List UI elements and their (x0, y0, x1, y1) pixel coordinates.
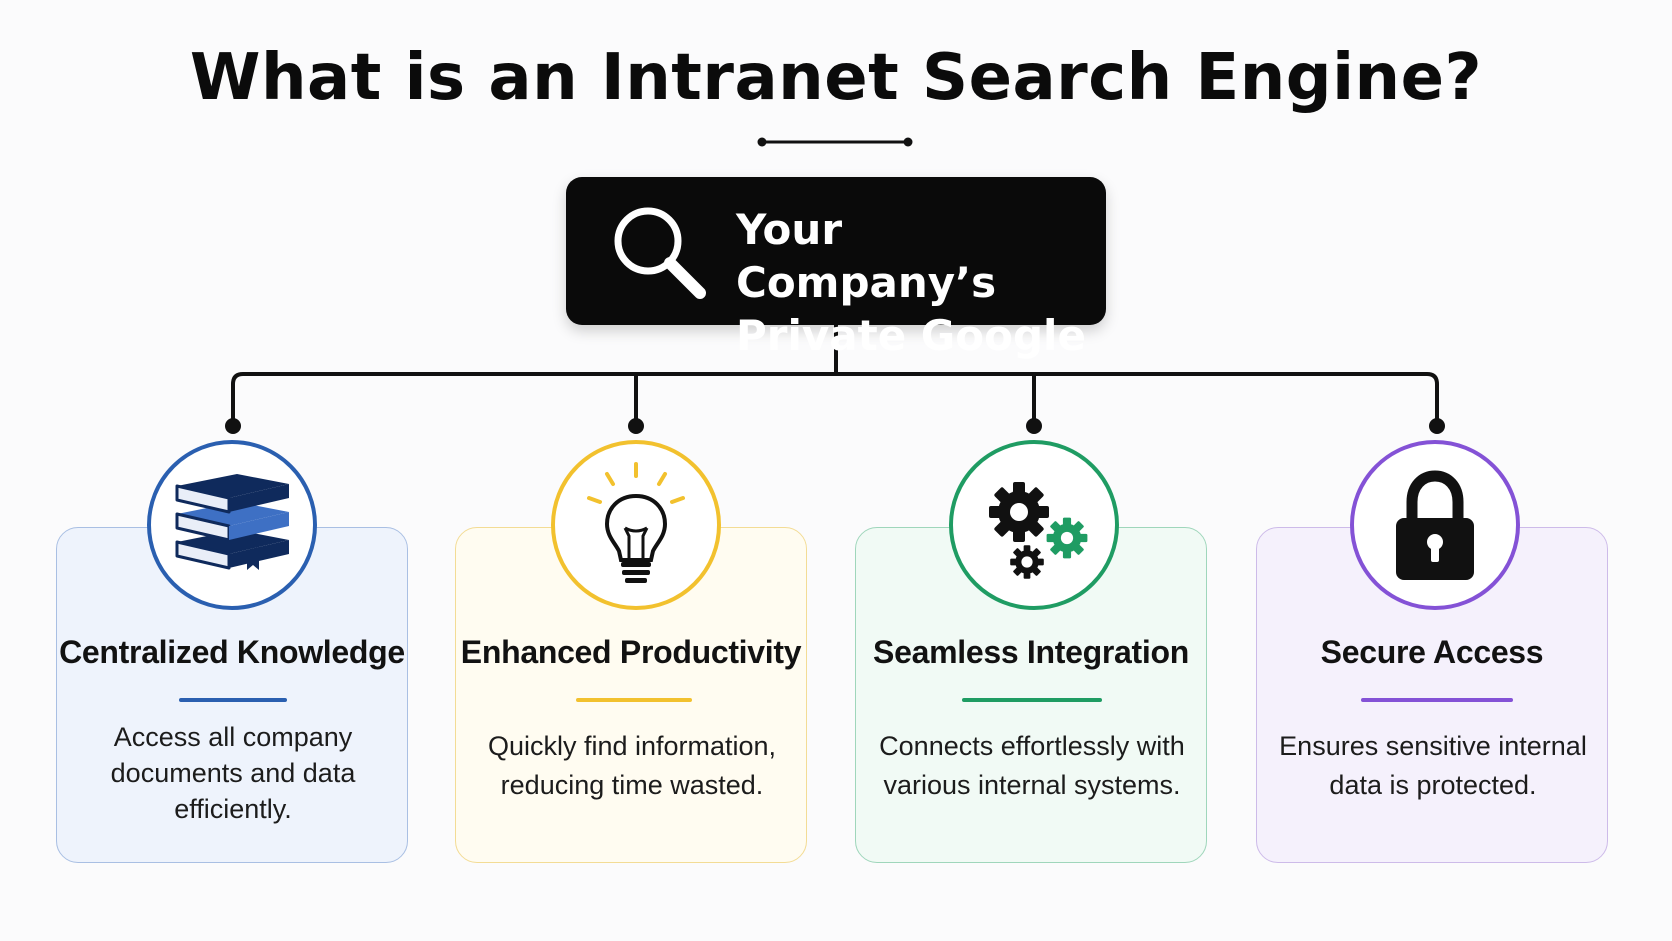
card-description: Quickly find information, reducing time … (476, 727, 788, 805)
card-divider (179, 698, 287, 702)
lightbulb-badge (551, 440, 721, 610)
magnifier-icon (614, 207, 706, 299)
gears-badge (949, 440, 1119, 610)
feature-card-centralized-knowledge: Centralized Knowledge Access all company… (56, 527, 408, 863)
padlock-icon (1396, 470, 1474, 580)
lightbulb-icon (587, 462, 685, 583)
card-title: Seamless Integration (873, 634, 1189, 670)
card-description: Connects effortlessly with various inter… (876, 727, 1188, 805)
hero-text: Your Company’s Private Google (736, 203, 1086, 362)
books-icon (175, 474, 289, 570)
card-title: Secure Access (1320, 634, 1544, 670)
card-description-line: various internal systems. (883, 770, 1181, 800)
gears-icon (989, 482, 1088, 579)
card-description-line: Ensures sensitive internal (1279, 731, 1587, 761)
card-description-line: Access all company (113, 722, 353, 752)
card-divider (1361, 698, 1513, 702)
card-description-line: reducing time wasted. (500, 770, 764, 800)
padlock-badge (1350, 440, 1520, 610)
card-description: Access all company documents and data ef… (77, 719, 389, 827)
card-title: Centralized Knowledge (59, 634, 405, 670)
card-divider (576, 698, 692, 702)
page-title: What is an Intranet Search Engine? (189, 41, 1483, 115)
hero-line-2: Private Google (736, 311, 1086, 360)
card-description-line: efficiently. (174, 794, 292, 824)
card-description-line: documents and data (110, 758, 356, 788)
card-description-line: data is protected. (1329, 770, 1537, 800)
hero-banner: Your Company’s Private Google (566, 177, 1106, 360)
card-title: Enhanced Productivity (460, 634, 802, 670)
card-description-line: Connects effortlessly with (879, 731, 1185, 761)
card-divider (962, 698, 1102, 702)
books-badge (147, 440, 317, 610)
card-description: Ensures sensitive internal data is prote… (1277, 727, 1589, 805)
title-underline (757, 137, 913, 147)
hero-line-1: Your Company’s (736, 205, 997, 307)
card-description-line: Quickly find information, (487, 731, 777, 761)
